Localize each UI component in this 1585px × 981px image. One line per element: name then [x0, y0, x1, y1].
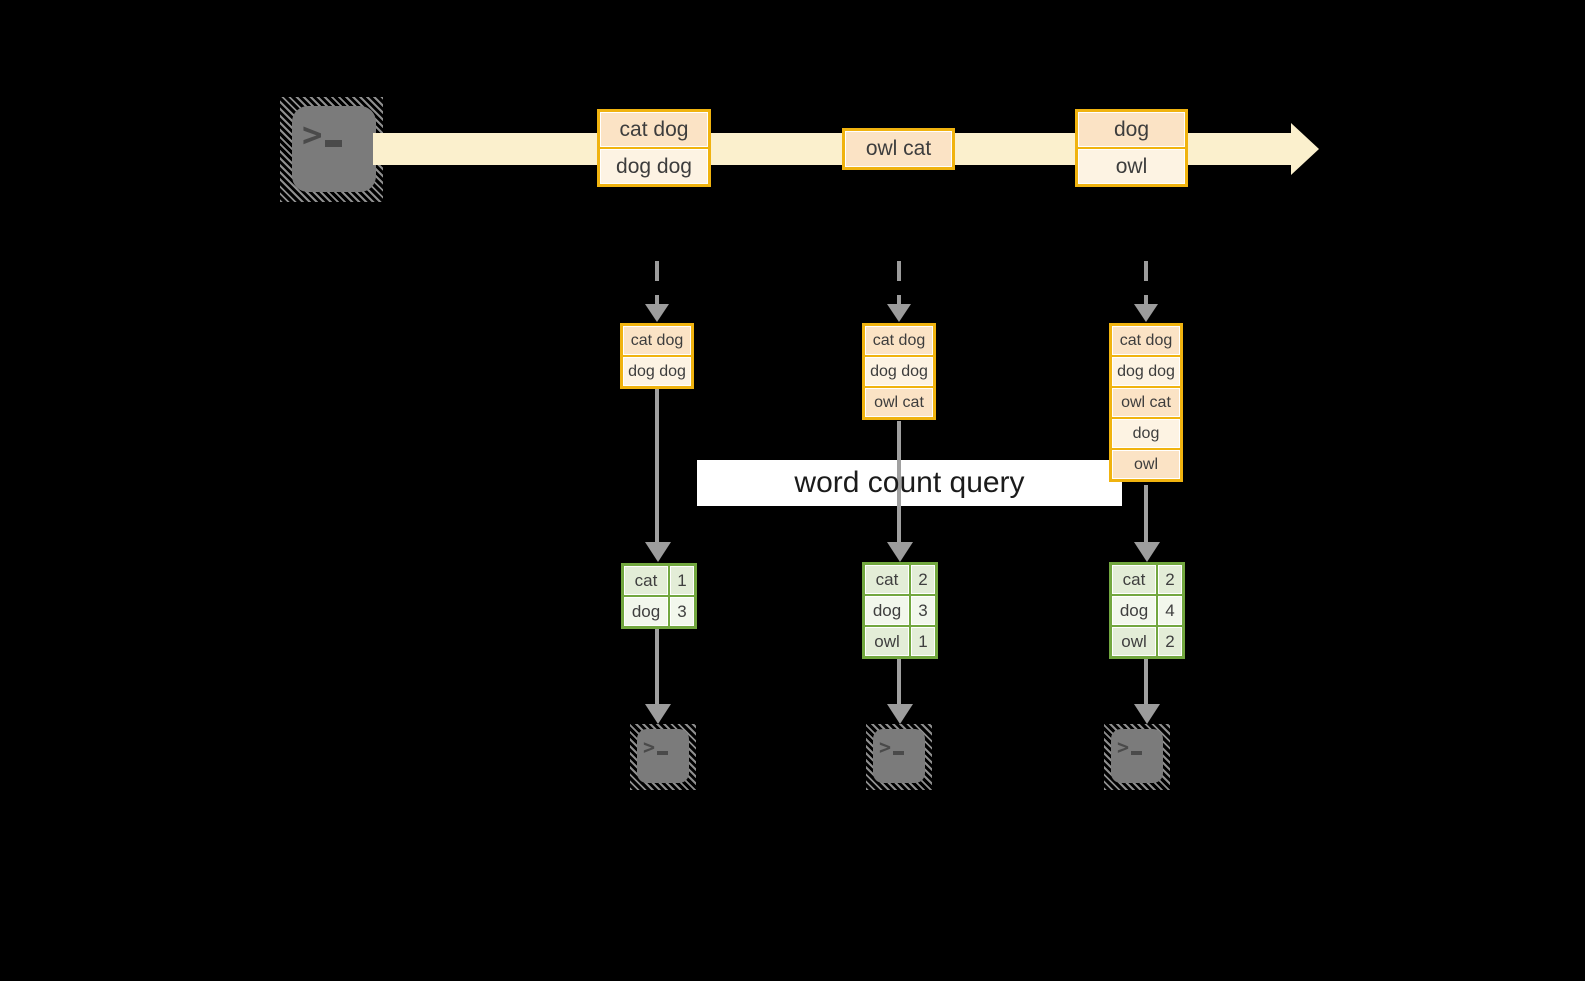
terminal-icon: > [292, 106, 376, 192]
query-label: word count query [794, 466, 1025, 499]
word-cell: dog [624, 597, 668, 626]
count-cell: 3 [911, 596, 935, 625]
record: cat dog [865, 326, 933, 355]
accumulated-input-2: cat dog dog dog owl cat [862, 323, 936, 420]
table-row: dog 3 [865, 596, 935, 625]
terminal-icon: > [637, 729, 689, 783]
table-row: owl 2 [1112, 627, 1182, 656]
prompt-underscore-icon [325, 140, 342, 147]
trigger-dashed-line [897, 261, 901, 305]
terminal-icon: > [873, 729, 925, 783]
table-row: cat 2 [865, 565, 935, 594]
stream-batch-3: dog owl [1075, 109, 1188, 187]
count-cell: 1 [911, 627, 935, 656]
trigger-dashed-line [1144, 261, 1148, 305]
record: cat dog [623, 326, 691, 355]
count-cell: 4 [1158, 596, 1182, 625]
record: dog [1112, 419, 1180, 448]
count-cell: 3 [670, 597, 694, 626]
count-cell: 2 [1158, 627, 1182, 656]
trigger-arrowhead-icon [1134, 304, 1158, 322]
output-arrowhead-icon [1134, 704, 1160, 724]
word-cell: dog [865, 596, 909, 625]
trigger-arrowhead-icon [645, 304, 669, 322]
prompt-underscore-icon [893, 751, 904, 755]
record: owl cat [845, 131, 952, 167]
terminal-icon: > [1111, 729, 1163, 783]
count-cell: 2 [911, 565, 935, 594]
result-table-2: cat 2 dog 3 owl 1 [862, 562, 938, 659]
trigger-arrowhead-icon [887, 304, 911, 322]
output-arrowhead-icon [645, 704, 671, 724]
count-cell: 2 [1158, 565, 1182, 594]
prompt-chevron-icon: > [879, 735, 892, 759]
query-arrowhead-icon [1134, 542, 1160, 562]
output-arrow-line [1144, 659, 1148, 705]
prompt-chevron-icon: > [302, 115, 323, 155]
record: dog dog [623, 357, 691, 386]
record: dog dog [600, 149, 708, 184]
result-table-3: cat 2 dog 4 owl 2 [1109, 562, 1185, 659]
output-arrow-line [897, 659, 901, 705]
prompt-chevron-icon: > [643, 735, 656, 759]
query-arrowhead-icon [887, 542, 913, 562]
stream-batch-2: owl cat [842, 128, 955, 170]
query-label-band [697, 460, 1122, 506]
output-arrowhead-icon [887, 704, 913, 724]
result-table-1: cat 1 dog 3 [621, 563, 697, 629]
stream-batch-1: cat dog dog dog [597, 109, 711, 187]
table-row: dog 3 [624, 597, 694, 626]
output-arrow-line [655, 629, 659, 705]
table-row: cat 1 [624, 566, 694, 595]
word-cell: cat [1112, 565, 1156, 594]
query-arrow-line [1144, 485, 1148, 542]
record: owl cat [1112, 388, 1180, 417]
query-arrow-line [897, 421, 901, 542]
query-arrow-line [655, 389, 659, 542]
record: owl cat [865, 388, 933, 417]
query-arrowhead-icon [645, 542, 671, 562]
word-cell: dog [1112, 596, 1156, 625]
record: cat dog [600, 112, 708, 147]
prompt-underscore-icon [1131, 751, 1142, 755]
record: dog dog [865, 357, 933, 386]
table-row: cat 2 [1112, 565, 1182, 594]
word-cell: cat [865, 565, 909, 594]
accumulated-input-1: cat dog dog dog [620, 323, 694, 389]
prompt-underscore-icon [657, 751, 668, 755]
count-cell: 1 [670, 566, 694, 595]
prompt-chevron-icon: > [1117, 735, 1130, 759]
accumulated-input-3: cat dog dog dog owl cat dog owl [1109, 323, 1183, 482]
word-cell: cat [624, 566, 668, 595]
table-row: owl 1 [865, 627, 935, 656]
record: owl [1078, 149, 1185, 184]
record: owl [1112, 450, 1180, 479]
word-cell: owl [1112, 627, 1156, 656]
record: cat dog [1112, 326, 1180, 355]
record: dog dog [1112, 357, 1180, 386]
table-row: dog 4 [1112, 596, 1182, 625]
trigger-dashed-line [655, 261, 659, 305]
record: dog [1078, 112, 1185, 147]
stream-arrowhead-icon [1291, 123, 1319, 175]
word-cell: owl [865, 627, 909, 656]
